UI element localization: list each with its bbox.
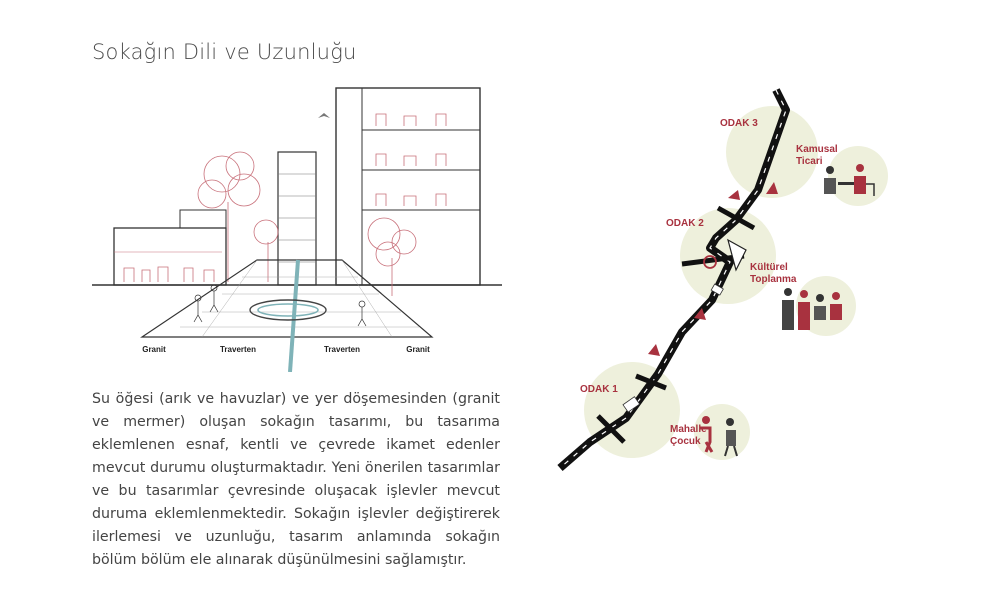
focus-label-2: ODAK 2 — [666, 218, 704, 229]
page-title: Sokağın Dili ve Uzunluğu — [92, 40, 357, 64]
activity-2-line1: Kültürel — [750, 262, 788, 273]
description-paragraph: Su öğesi (arık ve havuzlar) ve yer döşem… — [92, 391, 500, 568]
street-focus-map: ODAK 3 ODAK 2 ODAK 1 Kamusal Ticari Kült… — [557, 88, 888, 472]
section-label-4: Granit — [406, 345, 430, 354]
people-trading-icon — [824, 164, 875, 196]
activity-3-line2: Ticari — [796, 156, 823, 167]
children-playing-icon — [700, 416, 738, 457]
activity-1-line2: Çocuk — [670, 436, 701, 447]
section-label-1: Granit — [142, 345, 166, 354]
direction-arrows — [648, 182, 778, 356]
view-cone-icon — [727, 238, 747, 272]
activity-3-line1: Kamusal — [796, 144, 838, 155]
street-section-sketch: Granit Traverten Traverten Granit — [92, 87, 502, 372]
activity-1-line1: Mahalle — [670, 424, 707, 435]
focus-label-1: ODAK 1 — [580, 384, 618, 395]
activity-2-line2: Toplanma — [750, 274, 797, 285]
people-gathering-icon — [782, 288, 842, 330]
section-label-3: Traverten — [324, 345, 360, 354]
focus-label-3: ODAK 3 — [720, 118, 758, 129]
section-label-2: Traverten — [220, 345, 256, 354]
focus-marker — [703, 255, 717, 269]
